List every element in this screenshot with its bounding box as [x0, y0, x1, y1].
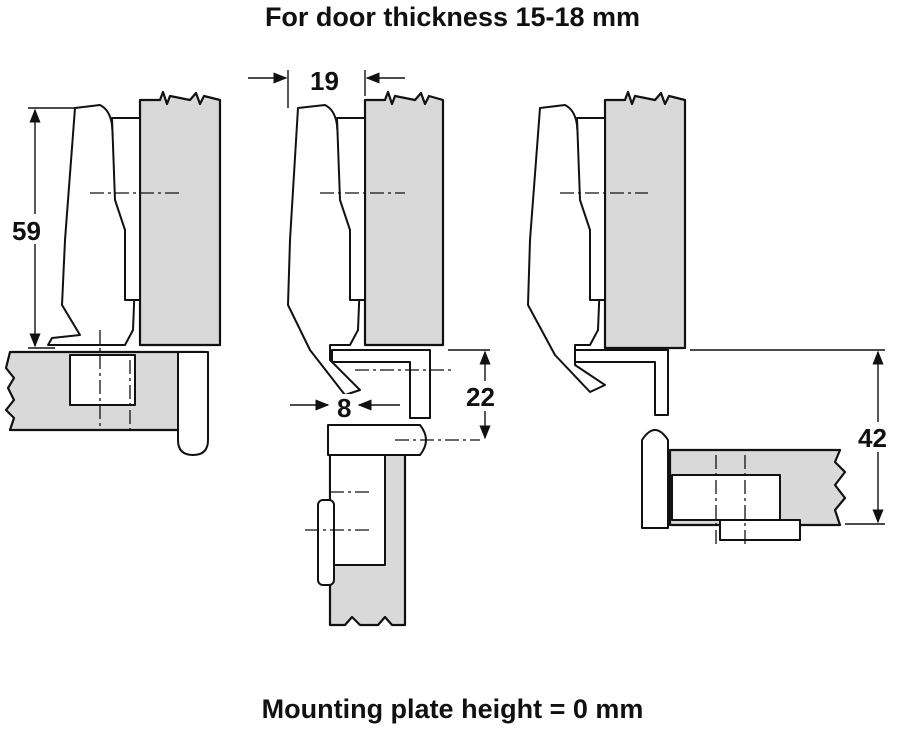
dimension-8: 8 [337, 393, 351, 423]
right-hinge-cup [576, 117, 606, 301]
dimension-22: 22 [466, 382, 495, 412]
dimension-19: 19 [310, 66, 339, 96]
left-hinge-arm [177, 351, 209, 456]
middle-hinge-cup [336, 117, 366, 301]
right-door-panel [603, 90, 687, 350]
middle-door-panel [363, 90, 445, 347]
right-hinge-knuckle [641, 429, 669, 529]
left-hinge-cup [111, 117, 141, 301]
diagram-caption: Mounting plate height = 0 mm [261, 694, 644, 724]
left-hinge-diagram: 59 [4, 90, 222, 456]
left-door-panel [138, 90, 222, 347]
middle-plate-base [329, 454, 386, 566]
middle-hinge-diagram: 19 22 8 [248, 66, 506, 627]
left-mounting-plate [69, 354, 136, 406]
right-hinge-diagram: 42 [527, 90, 900, 545]
diagram-title: For door thickness 15-18 mm [264, 2, 641, 32]
middle-mounting-plate [327, 424, 427, 456]
right-plate-foot [719, 519, 801, 541]
right-mounting-plate [671, 474, 781, 521]
dimension-59: 59 [12, 216, 41, 246]
dimension-42: 42 [858, 423, 887, 453]
